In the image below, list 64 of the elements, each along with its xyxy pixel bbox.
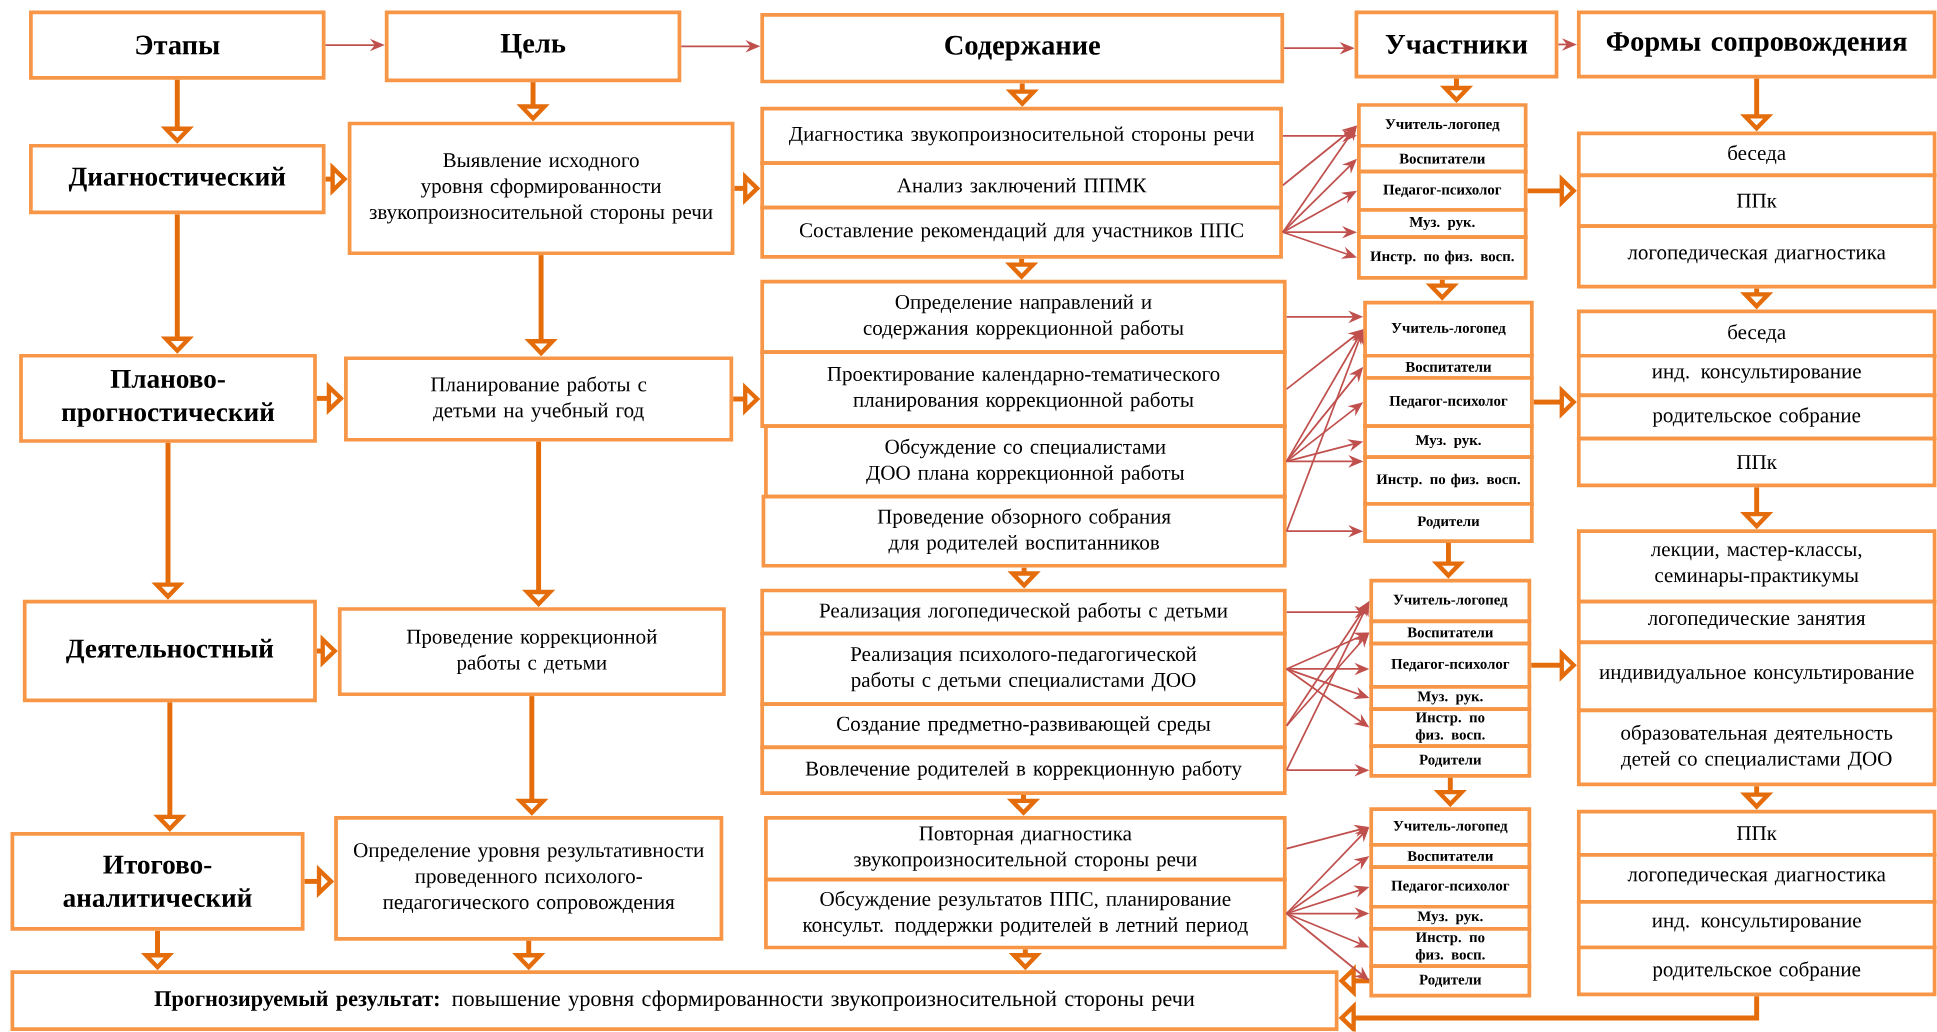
form-box: родительское собрание — [1576, 393, 1937, 441]
header-box: Участники — [1354, 10, 1559, 79]
content-box: Диагностика звукопроизносительной стороны речи — [760, 107, 1283, 166]
content-box: Обсуждение со специалистами ДОО плана коррекционной работы — [764, 424, 1287, 499]
content-box: Составление рекомендаций для участников ППС — [760, 205, 1283, 260]
header-box: Содержание — [760, 13, 1285, 84]
participant-box: Родители — [1369, 744, 1532, 778]
participant-box: Учитель-логопед — [1357, 103, 1528, 148]
form-box: логопедическая диагностика — [1576, 224, 1937, 289]
content-box: Создание предметно-развивающей среды — [760, 702, 1287, 750]
goal-box: Проведение коррекционной работы с детьми — [337, 607, 726, 697]
content-box: Обсуждение результатов ППС, планирование консульт. поддержки родителей в летний период — [764, 877, 1287, 950]
header-box: Этапы — [29, 10, 326, 80]
participant-box: Воспитатели — [1369, 843, 1532, 870]
stage-box: Деятельностный — [22, 600, 317, 703]
goal-box: Определение уровня результативности проведенного психолого-педагогического сопровождения — [334, 816, 724, 941]
participant-box: Педагог-психолог — [1363, 376, 1534, 429]
content-box: Реализация психолого-педагогической работы с детьми специалистами ДОО — [760, 632, 1287, 707]
participant-box: Муз. рук. — [1369, 685, 1532, 712]
content-box: Вовлечение родителей в коррекционную работу — [760, 745, 1287, 796]
participant-box: Воспитатели — [1363, 354, 1534, 381]
participant-box: Инстр. по физ. восп. — [1363, 455, 1534, 507]
participant-box: Инстр. по физ. восп. — [1357, 235, 1528, 281]
stage-box: Итогово-аналитический — [10, 832, 305, 932]
stage-box: Диагностический — [29, 144, 326, 215]
participant-box: Учитель-логопед — [1369, 807, 1532, 848]
form-box: ППк — [1576, 173, 1937, 229]
form-box: беседа — [1576, 131, 1937, 178]
participant-box: Родители — [1369, 964, 1532, 998]
content-box: Повторная диагностика звукопроизносительной стороны речи — [764, 816, 1287, 882]
result-box: Прогнозируемый результат: повышение уровня сформированности звукопроизносительной стороны речи — [10, 970, 1339, 1032]
form-box: ППк — [1576, 436, 1937, 488]
stage-box: Планово-прогностический — [19, 354, 317, 444]
goal-box: Выявление исходного уровня сформированности звукопроизносительной стороны речи — [347, 121, 735, 256]
participant-box: Учитель-логопед — [1369, 579, 1532, 624]
content-box: Проведение обзорного собрания для родителей воспитанников — [761, 495, 1287, 568]
content-box: Анализ заключений ППМК — [760, 161, 1283, 210]
form-box: ППк — [1576, 810, 1937, 857]
form-box: индивидуальное консультирование — [1576, 640, 1937, 713]
form-box: инд. консультирование — [1576, 900, 1937, 950]
content-box: Определение направлений и содержания коррекционной работы — [760, 280, 1287, 355]
form-box: инд. консультирование — [1576, 354, 1937, 398]
participant-box: Инстр. по физ. восп. — [1369, 927, 1532, 969]
goal-box: Планирование работы с детьми на учебный год — [344, 356, 734, 442]
participant-box: Инстр. по физ. восп. — [1369, 707, 1532, 749]
content-box: Реализация логопедической работы с детьми — [760, 588, 1287, 636]
form-box: родительское собрание — [1576, 945, 1937, 997]
form-box: беседа — [1576, 309, 1937, 358]
participant-box: Педагог-психолог — [1369, 865, 1532, 909]
form-box: логопедические занятия — [1576, 600, 1937, 645]
form-box: образовательная деятельность детей со специалистами ДОО — [1576, 708, 1937, 787]
form-box: логопедическая диагностика — [1576, 853, 1937, 904]
participant-box: Муз. рук. — [1357, 208, 1528, 240]
participant-box: Воспитатели — [1369, 619, 1532, 646]
form-box: лекции, мастер-классы, семинары-практикумы — [1576, 529, 1937, 604]
header-box: Цель — [384, 10, 682, 83]
participant-box: Педагог-психолог — [1357, 170, 1528, 213]
participant-box: Муз. рук. — [1369, 905, 1532, 932]
participant-box: Родители — [1363, 502, 1534, 544]
participant-box: Воспитатели — [1357, 144, 1528, 174]
content-box: Проектирование календарно-тематического планирования коррекционной работы — [760, 350, 1287, 429]
header-box: Формы сопровождения — [1576, 10, 1937, 79]
participant-box: Муз. рук. — [1363, 424, 1534, 460]
participant-box: Педагог-психолог — [1369, 642, 1532, 689]
